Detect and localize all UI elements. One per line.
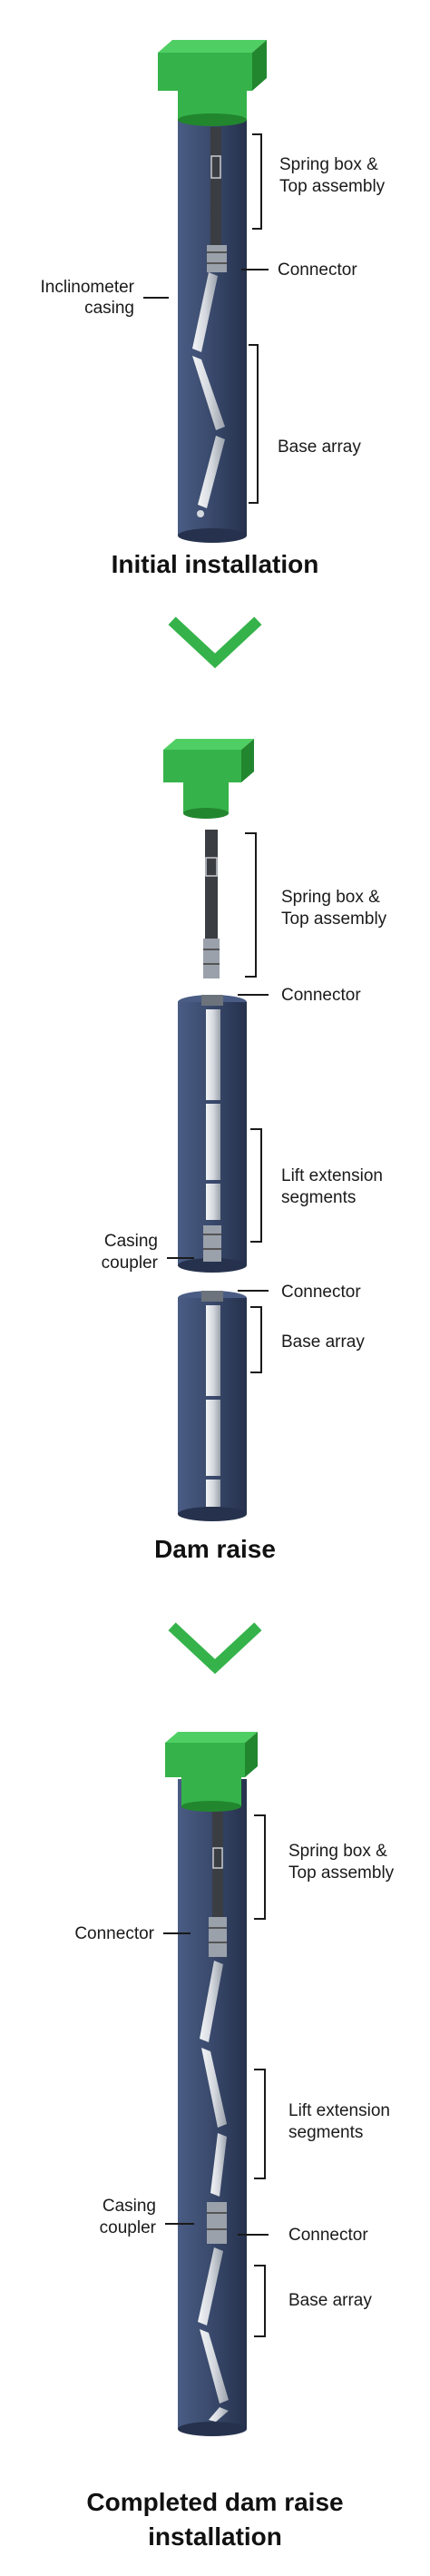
lift-extension-label: Lift extension bbox=[281, 1166, 383, 1185]
casing-label-line2: casing bbox=[84, 299, 134, 318]
top-cap bbox=[163, 739, 254, 819]
base-array-label: Base array bbox=[278, 438, 361, 457]
lift-extension-label: Lift extension bbox=[288, 2101, 390, 2120]
base-array-label: Base array bbox=[281, 1332, 365, 1352]
lift-extension-segments bbox=[200, 1961, 227, 2244]
segments-label: segments bbox=[288, 2123, 363, 2142]
base-array bbox=[198, 2247, 229, 2422]
connector-mid-label: Connector bbox=[281, 1283, 361, 1302]
lift-extension-segments bbox=[203, 1009, 221, 1262]
top-assembly-label: Top assembly bbox=[279, 177, 386, 196]
spring-box-label: Spring box & bbox=[281, 888, 380, 907]
base-array bbox=[192, 272, 225, 517]
base-array-label: Base array bbox=[288, 2291, 372, 2310]
stage-title: Initial installation bbox=[112, 550, 319, 578]
stage-dam-raise: Spring box & Top assembly Connector Lift… bbox=[102, 739, 387, 1563]
top-assembly-label: Top assembly bbox=[288, 1863, 395, 1883]
stage-title: Dam raise bbox=[154, 1535, 276, 1563]
stage-title-line1: Completed dam raise bbox=[86, 2488, 343, 2516]
connector-left-label: Connector bbox=[74, 1924, 154, 1943]
casing-coupler-label-line2: coupler bbox=[102, 1254, 159, 1273]
spring-box-label: Spring box & bbox=[288, 1842, 387, 1861]
casing-coupler-label-line2: coupler bbox=[100, 2218, 157, 2237]
casing-coupler-label-line1: Casing bbox=[103, 2197, 156, 2216]
connector-label: Connector bbox=[278, 261, 357, 280]
stage-initial-installation: Spring box & Top assembly Connector Incl… bbox=[41, 40, 386, 578]
base-array-bracket bbox=[249, 344, 259, 504]
base-array-bracket bbox=[250, 1306, 262, 1373]
top-cap bbox=[165, 1732, 258, 1812]
spring-box-bracket bbox=[254, 1814, 266, 1920]
spring-box-bracket bbox=[252, 133, 262, 230]
spring-box-top-assembly bbox=[210, 127, 221, 245]
stage-completed-installation: Spring box & Top assembly Connector Lift… bbox=[74, 1732, 395, 2551]
spring-box-top-assembly bbox=[203, 830, 220, 978]
connector-right-label: Connector bbox=[288, 2226, 368, 2245]
base-array bbox=[206, 1305, 220, 1507]
top-assembly-label: Top assembly bbox=[281, 909, 387, 929]
chevron-down-icon bbox=[168, 616, 262, 669]
chevron-down-icon bbox=[168, 1622, 262, 1675]
segments-label: segments bbox=[281, 1188, 356, 1207]
spring-box-top-assembly bbox=[209, 1812, 227, 1957]
casing-coupler-label-line1: Casing bbox=[104, 1232, 158, 1251]
casing-label-line1: Inclinometer bbox=[41, 278, 135, 297]
spring-box-label: Spring box & bbox=[279, 155, 378, 174]
stage-title-line2: installation bbox=[148, 2522, 282, 2551]
spring-box-bracket bbox=[245, 832, 257, 978]
lift-extension-bracket bbox=[250, 1128, 262, 1243]
connector-top-label: Connector bbox=[281, 986, 361, 1005]
connector bbox=[207, 245, 227, 272]
base-array-bracket bbox=[254, 2265, 266, 2337]
lift-extension-bracket bbox=[254, 2069, 266, 2179]
top-cap bbox=[158, 40, 267, 126]
